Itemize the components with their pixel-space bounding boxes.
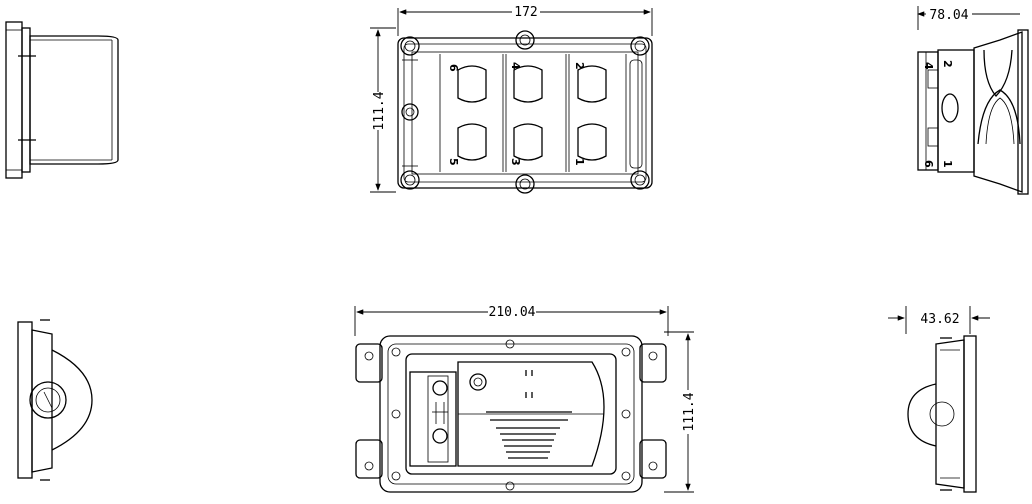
slot-number-6: 6 [447,64,460,72]
top-view: 172 111.4 [370,5,653,194]
bottom-view: 210.04 111.4 [354,305,697,493]
dim-top-width: 172 [514,5,537,20]
left-side-view [5,21,119,179]
grille [486,411,572,459]
dim-top-height: 111.4 [372,91,387,130]
bottom-right-side-view: 43.62 [888,306,990,493]
dim-bottom-width: 210.04 [489,305,536,320]
dim-side-depth: 78.04 [929,8,968,23]
dim-bottom-height: 111.4 [682,392,697,431]
slot-number-5: 5 [447,158,460,166]
slot-cutouts [457,65,607,161]
right-side-view: 78.04 4 2 6 1 [917,6,1029,195]
slot-number-2: 2 [573,62,586,70]
slot-number-4: 4 [509,62,522,70]
side-mark-6: 6 [922,160,935,168]
slot-number-3: 3 [509,158,522,166]
side-mark-4: 4 [922,62,935,70]
dim-side-depth-small: 43.62 [920,312,959,327]
bottom-left-side-view [17,319,93,481]
corner-bosses [400,30,650,194]
side-mark-2: 2 [941,60,954,68]
slot-number-1: 1 [573,158,586,166]
side-mark-1: 1 [941,160,954,168]
